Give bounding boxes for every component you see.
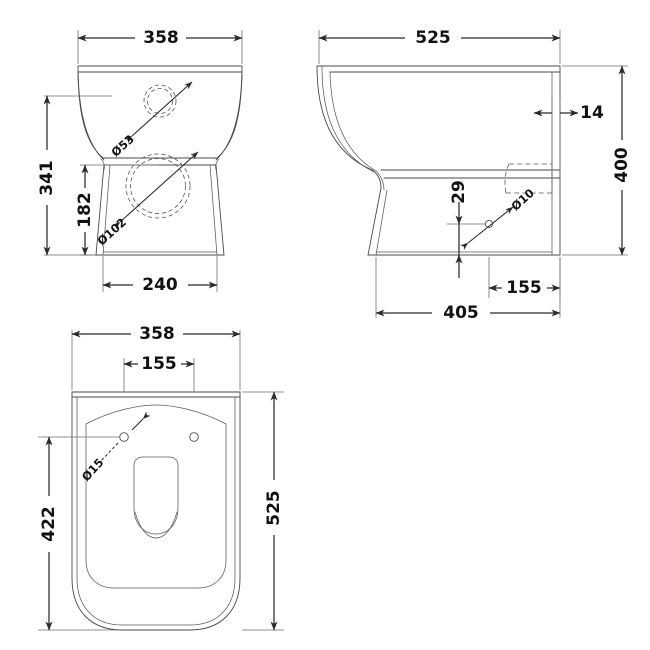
dim-side-fix-offset: 155	[488, 257, 561, 298]
rear-pan-outline	[77, 65, 243, 256]
dim-side-length-label: 525	[415, 28, 451, 48]
dim-side-base-length: 405	[375, 257, 561, 323]
view-rear-elevation: Ø53 Ø102 358 341	[37, 28, 243, 295]
dim-rear-base-width-label: 240	[142, 275, 178, 295]
dim-rear-height-total-label: 341	[37, 160, 57, 196]
view-plan: Ø15 358 155	[38, 324, 284, 631]
plan-fixing-hole-left	[119, 432, 129, 442]
callout-dia53: Ø53	[108, 81, 193, 159]
side-pan-outline	[316, 65, 561, 256]
dim-side-lip-label: 14	[580, 103, 604, 123]
plan-pan-outline	[71, 391, 241, 631]
dim-side-length: 525	[318, 28, 561, 64]
plan-fixing-holes	[119, 432, 199, 442]
dim-side-base-length-label: 405	[443, 303, 479, 323]
dim-side-height-label: 400	[612, 147, 632, 183]
callout-dia10-label: Ø10	[508, 186, 537, 214]
dim-rear-height-inner-label: 182	[75, 192, 95, 228]
view-side-elevation: Ø10 525 14	[316, 28, 632, 323]
callout-dia15: Ø15	[79, 411, 151, 484]
dim-side-outlet-height: 29	[447, 180, 486, 278]
dim-rear-width: 358	[77, 28, 243, 64]
dim-plan-hole-to-back: 422	[38, 436, 120, 631]
plan-bowl-opening	[85, 404, 227, 589]
dim-side-lip: 14	[533, 100, 604, 170]
dim-side-height: 400	[562, 65, 632, 256]
dim-side-outlet-height-label: 29	[449, 180, 469, 204]
dim-rear-width-label: 358	[143, 28, 179, 48]
plan-fixing-hole-right	[189, 432, 199, 442]
dim-plan-hole-spacing-label: 155	[141, 354, 177, 374]
callout-dia102-label: Ø102	[94, 215, 128, 248]
dim-rear-base-width: 240	[102, 256, 218, 295]
dim-plan-width-label: 358	[139, 324, 175, 344]
dim-plan-hole-to-back-label: 422	[39, 506, 59, 542]
dim-side-fix-offset-label: 155	[506, 278, 542, 298]
dim-rear-height-inner: 182	[75, 164, 158, 256]
dim-plan-depth: 525	[242, 391, 284, 631]
dim-plan-hole-spacing: 155	[123, 354, 195, 392]
callout-dia10: Ø10	[460, 186, 537, 251]
plan-lid-tongue	[133, 456, 179, 539]
dim-plan-depth-label: 525	[264, 490, 284, 526]
dim-plan-width: 358	[71, 324, 241, 390]
